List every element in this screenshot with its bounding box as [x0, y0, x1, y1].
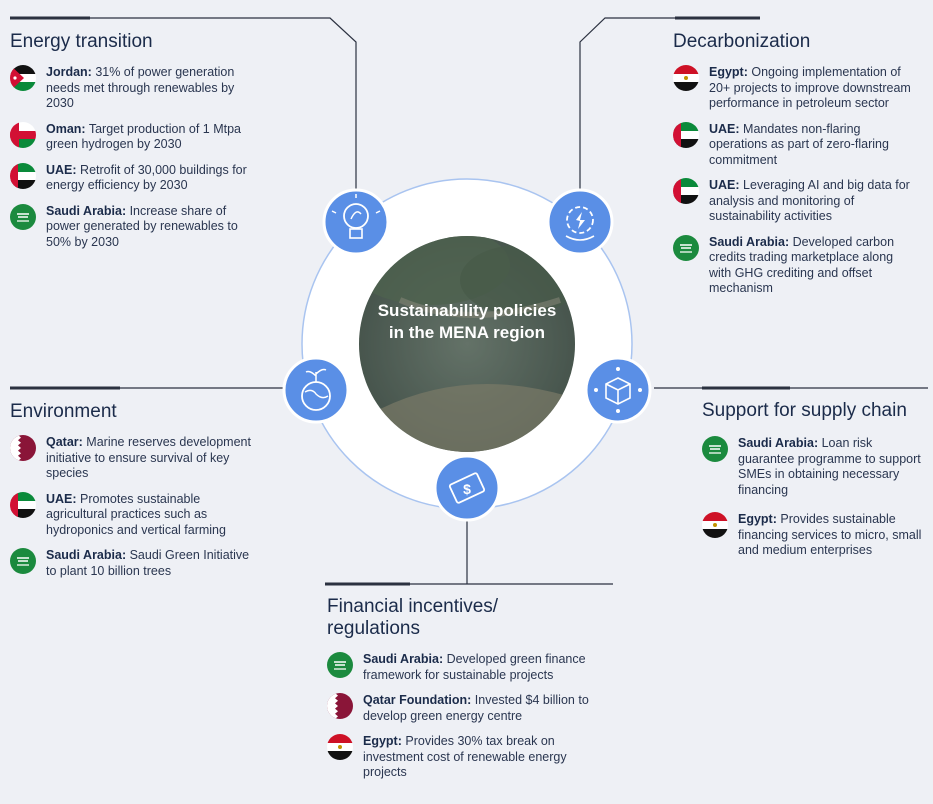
country-label: UAE: [709, 178, 740, 192]
list-item: Oman: Target production of 1 Mtpa green … [10, 121, 260, 153]
policy-text: Marine reserves development initiative t… [46, 435, 251, 480]
globe-plant-icon [282, 356, 350, 424]
lightbulb-icon [322, 188, 390, 256]
list-item: Saudi Arabia: Saudi Green Initiative to … [10, 548, 260, 579]
money-icon: $ [433, 454, 501, 522]
country-label: UAE: [46, 162, 77, 177]
uae-flag-icon [673, 178, 699, 204]
egypt-flag-icon [673, 65, 699, 91]
country-label: Egypt: [709, 65, 748, 79]
list-item: Egypt: Ongoing implementation of 20+ pro… [673, 65, 923, 112]
list-item: Saudi Arabia: Increase share of power ge… [10, 203, 260, 251]
policy-text: Provides sustainable financing services … [738, 512, 922, 557]
country-label: Saudi Arabia: [738, 436, 819, 450]
section-decarbonization: Decarbonization Egypt: Ongoing implement… [673, 31, 923, 307]
country-label: Saudi Arabia: [46, 548, 127, 562]
policy-text: Invested $4 billion to develop green ene… [363, 693, 589, 723]
policy-text: Ongoing implementation of 20+ projects t… [709, 65, 911, 110]
section-energy-transition: Energy transition Jordan: 31% of power g… [10, 31, 260, 260]
section-title: Energy transition [10, 31, 153, 52]
country-label: Saudi Arabia: [709, 234, 790, 249]
list-item: UAE: Promotes sustainable agricultural p… [10, 491, 260, 539]
policy-text: Increase share of power generated by ren… [46, 203, 238, 249]
policy-text: Saudi Green Initiative to plant 10 billi… [46, 548, 250, 578]
country-label: UAE: [709, 121, 740, 136]
list-item: Qatar Foundation: Invested $4 billion to… [327, 693, 617, 724]
policy-text: Mandates non-flaring operations as part … [709, 121, 889, 167]
qatar-flag-icon [10, 435, 36, 461]
uae-flag-icon [10, 491, 36, 518]
list-item: Saudi Arabia: Developed green finance fr… [327, 652, 617, 683]
jordan-flag-icon [10, 65, 36, 91]
saudi-arabia-flag-icon [327, 652, 353, 678]
country-label: Jordan: [46, 65, 92, 79]
policy-text: 31% of power generation needs met throug… [46, 65, 235, 110]
section-environment: Environment Qatar: Marine reserves devel… [10, 401, 260, 589]
section-title: Support for supply chain [702, 400, 907, 421]
list-item: Saudi Arabia: Loan risk guarantee progra… [702, 436, 930, 498]
policy-text: Leveraging AI and big data for analysis … [709, 178, 910, 223]
section-financial-incentives: Financial incentives/ regulations Saudi … [327, 596, 617, 791]
section-title: Financial incentives/ regulations [327, 596, 499, 639]
uae-flag-icon [10, 162, 36, 189]
section-title: Decarbonization [673, 31, 811, 52]
uae-flag-icon [673, 121, 699, 148]
country-label: Egypt: [363, 734, 402, 748]
list-item: Saudi Arabia: Developed carbon credits t… [673, 234, 923, 297]
list-item: UAE: Retrofit of 30,000 buildings for en… [10, 162, 260, 194]
country-label: UAE: [46, 491, 77, 506]
list-item: Jordan: 31% of power generation needs me… [10, 65, 260, 112]
saudi-arabia-flag-icon [10, 548, 36, 574]
country-label: Saudi Arabia: [363, 652, 444, 666]
egypt-flag-icon [327, 734, 353, 760]
gear-leaf-icon [546, 188, 614, 256]
list-item: Egypt: Provides sustainable financing se… [702, 512, 930, 559]
country-label: Egypt: [738, 512, 777, 526]
list-item: Egypt: Provides 30% tax break on investm… [327, 734, 617, 781]
policy-text: Loan risk guarantee programme to support… [738, 436, 921, 497]
policy-text: Retrofit of 30,000 buildings for energy … [46, 162, 247, 193]
egypt-flag-icon [702, 512, 728, 538]
saudi-arabia-flag-icon [10, 203, 36, 230]
cube-network-icon [584, 356, 652, 424]
qatar-flag-icon [327, 693, 353, 719]
policy-text: Promotes sustainable agricultural practi… [46, 491, 226, 537]
country-label: Qatar Foundation: [363, 693, 472, 707]
saudi-arabia-flag-icon [673, 234, 699, 261]
oman-flag-icon [10, 121, 36, 148]
country-label: Qatar: [46, 435, 83, 449]
policy-text: Developed carbon credits trading marketp… [709, 234, 895, 296]
section-title: Environment [10, 401, 117, 422]
center-title: Sustainability policies in the MENA regi… [377, 301, 557, 342]
list-item: UAE: Mandates non-flaring operations as … [673, 121, 923, 169]
policy-text: Provides 30% tax break on investment cos… [363, 734, 567, 779]
section-supply-chain: Support for supply chain Saudi Arabia: L… [702, 400, 930, 569]
saudi-arabia-flag-icon [702, 436, 728, 462]
list-item: Qatar: Marine reserves development initi… [10, 435, 260, 482]
country-label: Oman: [46, 121, 86, 136]
country-label: Saudi Arabia: [46, 203, 127, 218]
policy-text: Target production of 1 Mtpa green hydrog… [46, 121, 242, 152]
policy-text: Developed green finance framework for su… [363, 652, 586, 682]
list-item: UAE: Leveraging AI and big data for anal… [673, 178, 923, 225]
svg-text:$: $ [463, 481, 471, 497]
